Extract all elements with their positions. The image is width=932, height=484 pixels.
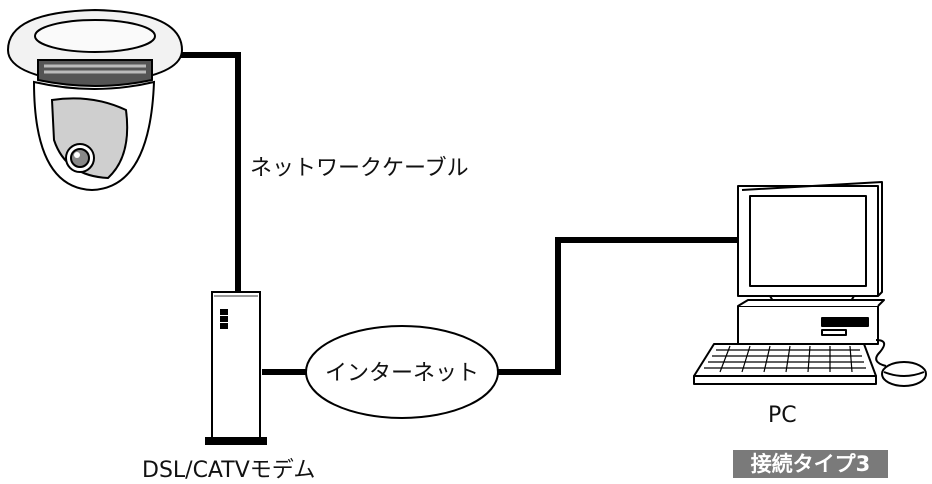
pc-label: PC [768,403,797,428]
connection-type-badge: 接続タイプ3 [733,450,888,478]
mouse-icon [875,339,927,387]
internet-label: インターネット [325,361,479,386]
desktop-pc-icon [693,181,885,385]
modem-icon [205,291,267,445]
internet-to-pc-cable [496,237,738,375]
camera-to-modem-cable [150,52,241,295]
network-cable-label: ネットワークケーブル [250,156,469,181]
modem-label: DSL/CATVモデム [142,458,316,483]
dome-camera-icon [6,8,184,192]
internet-cloud: インターネット [305,325,499,419]
